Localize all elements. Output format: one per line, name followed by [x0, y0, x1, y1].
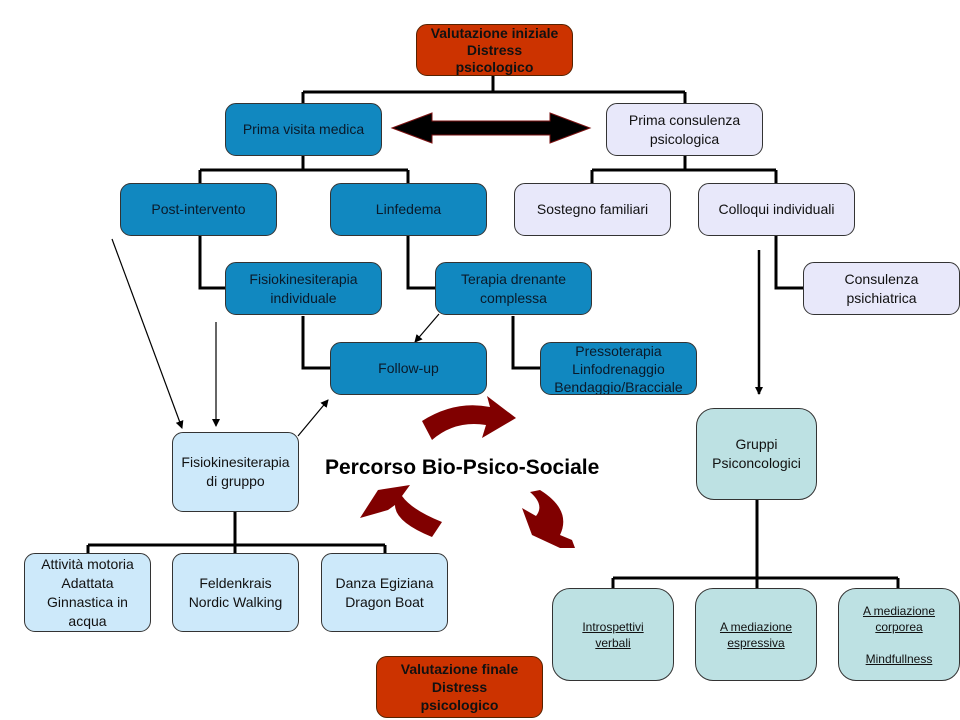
node-link[interactable]: corporea — [875, 619, 923, 634]
node-line: Distress — [431, 679, 488, 695]
node-line: Bendaggio/Bracciale — [554, 378, 683, 395]
lymphedema-node: Linfedema — [330, 183, 487, 236]
node-line: Consulenza — [844, 270, 919, 287]
arrow-drenante-to-followup — [414, 313, 440, 343]
node-link[interactable]: Mindfullness — [865, 651, 933, 666]
group-physio-node: Fisiokinesiterapia di gruppo — [172, 432, 299, 512]
adapted-activity-node: Attività motoria Adattata Ginnastica in … — [24, 553, 151, 632]
node-line: Danza Egiziana — [335, 574, 434, 591]
introspective-node: Introspettivi verbali — [552, 588, 674, 681]
node-line: individuale — [270, 289, 337, 306]
psycho-oncology-groups-node: Gruppi Psiconcologici — [696, 408, 817, 500]
drainage-therapy-node: Terapia drenante complessa — [435, 262, 592, 315]
node-line: Valutazione iniziale — [430, 24, 559, 41]
node-link[interactable]: A mediazione — [719, 619, 793, 634]
follow-up-node: Follow-up — [330, 342, 487, 395]
connector-colloqui — [774, 236, 803, 290]
initial-evaluation-node: Valutazione iniziale Distress psicologic… — [416, 24, 573, 76]
node-line: psicologica — [649, 130, 720, 147]
node-line: Prima visita medica — [242, 121, 365, 137]
final-evaluation-node: Valutazione finale Distress psicologico — [376, 656, 543, 718]
node-line: Attività motoria — [41, 555, 134, 572]
node-line: Sostegno familiari — [536, 201, 649, 217]
bodily-node: A mediazione corporea Mindfullness — [838, 588, 960, 681]
pressotherapy-node: Pressoterapia Linfodrenaggio Bendaggio/B… — [540, 342, 697, 395]
expressive-node: A mediazione espressiva — [695, 588, 817, 681]
node-line: Adattata — [61, 574, 114, 591]
tree-connectors — [86, 76, 900, 588]
node-line: Post-intervento — [151, 201, 246, 217]
connector-fisio-follow — [301, 316, 330, 370]
node-line: Pressoterapia — [575, 342, 662, 359]
node-line: Terapia drenante — [460, 270, 567, 287]
node-line: psicologico — [420, 697, 499, 713]
node-line: di gruppo — [206, 473, 265, 489]
connector-post — [198, 236, 225, 290]
node-line: Linfodrenaggio — [572, 360, 665, 377]
node-line: Dragon Boat — [345, 593, 424, 610]
node-line: Follow-up — [378, 360, 439, 376]
cycle-arrow-left-icon — [360, 485, 442, 537]
node-line: acqua — [68, 612, 107, 629]
cycle-arrow-top-icon — [422, 396, 516, 440]
psychiatric-consult-node: Consulenza psichiatrica — [803, 262, 960, 315]
node-line: Gruppi — [735, 436, 778, 452]
connector-psych — [590, 156, 778, 183]
node-line: Fisiokinesiterapia — [181, 454, 290, 470]
connector-root — [301, 76, 687, 103]
thin-arrows — [111, 238, 440, 437]
connector-group-physio — [86, 512, 387, 553]
node-line: Nordic Walking — [188, 593, 283, 610]
node-line: Psiconcologici — [712, 455, 801, 471]
node-line: Prima consulenza — [628, 111, 741, 128]
node-link[interactable]: Introspettivi — [582, 619, 644, 634]
arrow-group-to-followup — [297, 399, 329, 437]
family-support-node: Sostegno familiari — [514, 183, 671, 236]
connector-drenante-presso — [511, 316, 540, 370]
node-line: psichiatrica — [846, 289, 917, 306]
feldenkrais-node: Feldenkrais Nordic Walking — [172, 553, 299, 632]
node-line: complessa — [480, 289, 547, 306]
node-link[interactable]: A mediazione — [862, 603, 936, 618]
node-line: Colloqui individuali — [718, 201, 835, 217]
node-line: Fisiokinesiterapia — [249, 270, 358, 287]
cycle-arrows — [360, 396, 575, 548]
node-line: Distress — [466, 41, 523, 58]
node-line: Ginnastica in — [47, 593, 128, 610]
post-surgery-node: Post-intervento — [120, 183, 277, 236]
egyptian-dance-node: Danza Egiziana Dragon Boat — [321, 553, 448, 632]
connector-medical — [198, 156, 410, 183]
connector-psycho-groups — [611, 500, 900, 588]
node-link[interactable]: espressiva — [727, 635, 785, 650]
node-line: psicologico — [455, 58, 534, 75]
node-line: Feldenkrais — [199, 574, 272, 591]
individual-physio-node: Fisiokinesiterapia individuale — [225, 262, 382, 315]
arrow-post-to-group — [111, 238, 184, 429]
node-link[interactable]: verbali — [595, 635, 631, 650]
cycle-arrow-right-icon — [522, 490, 575, 548]
double-arrow-icon — [390, 112, 592, 144]
diagram-title: Percorso Bio-Psico-Sociale — [325, 456, 600, 479]
first-medical-visit-node: Prima visita medica — [225, 103, 382, 156]
node-line: Valutazione finale — [400, 661, 519, 677]
first-psych-consult-node: Prima consulenza psicologica — [606, 103, 763, 156]
connector-linf — [406, 236, 435, 290]
individual-talks-node: Colloqui individuali — [698, 183, 855, 236]
node-line: Linfedema — [375, 201, 442, 217]
